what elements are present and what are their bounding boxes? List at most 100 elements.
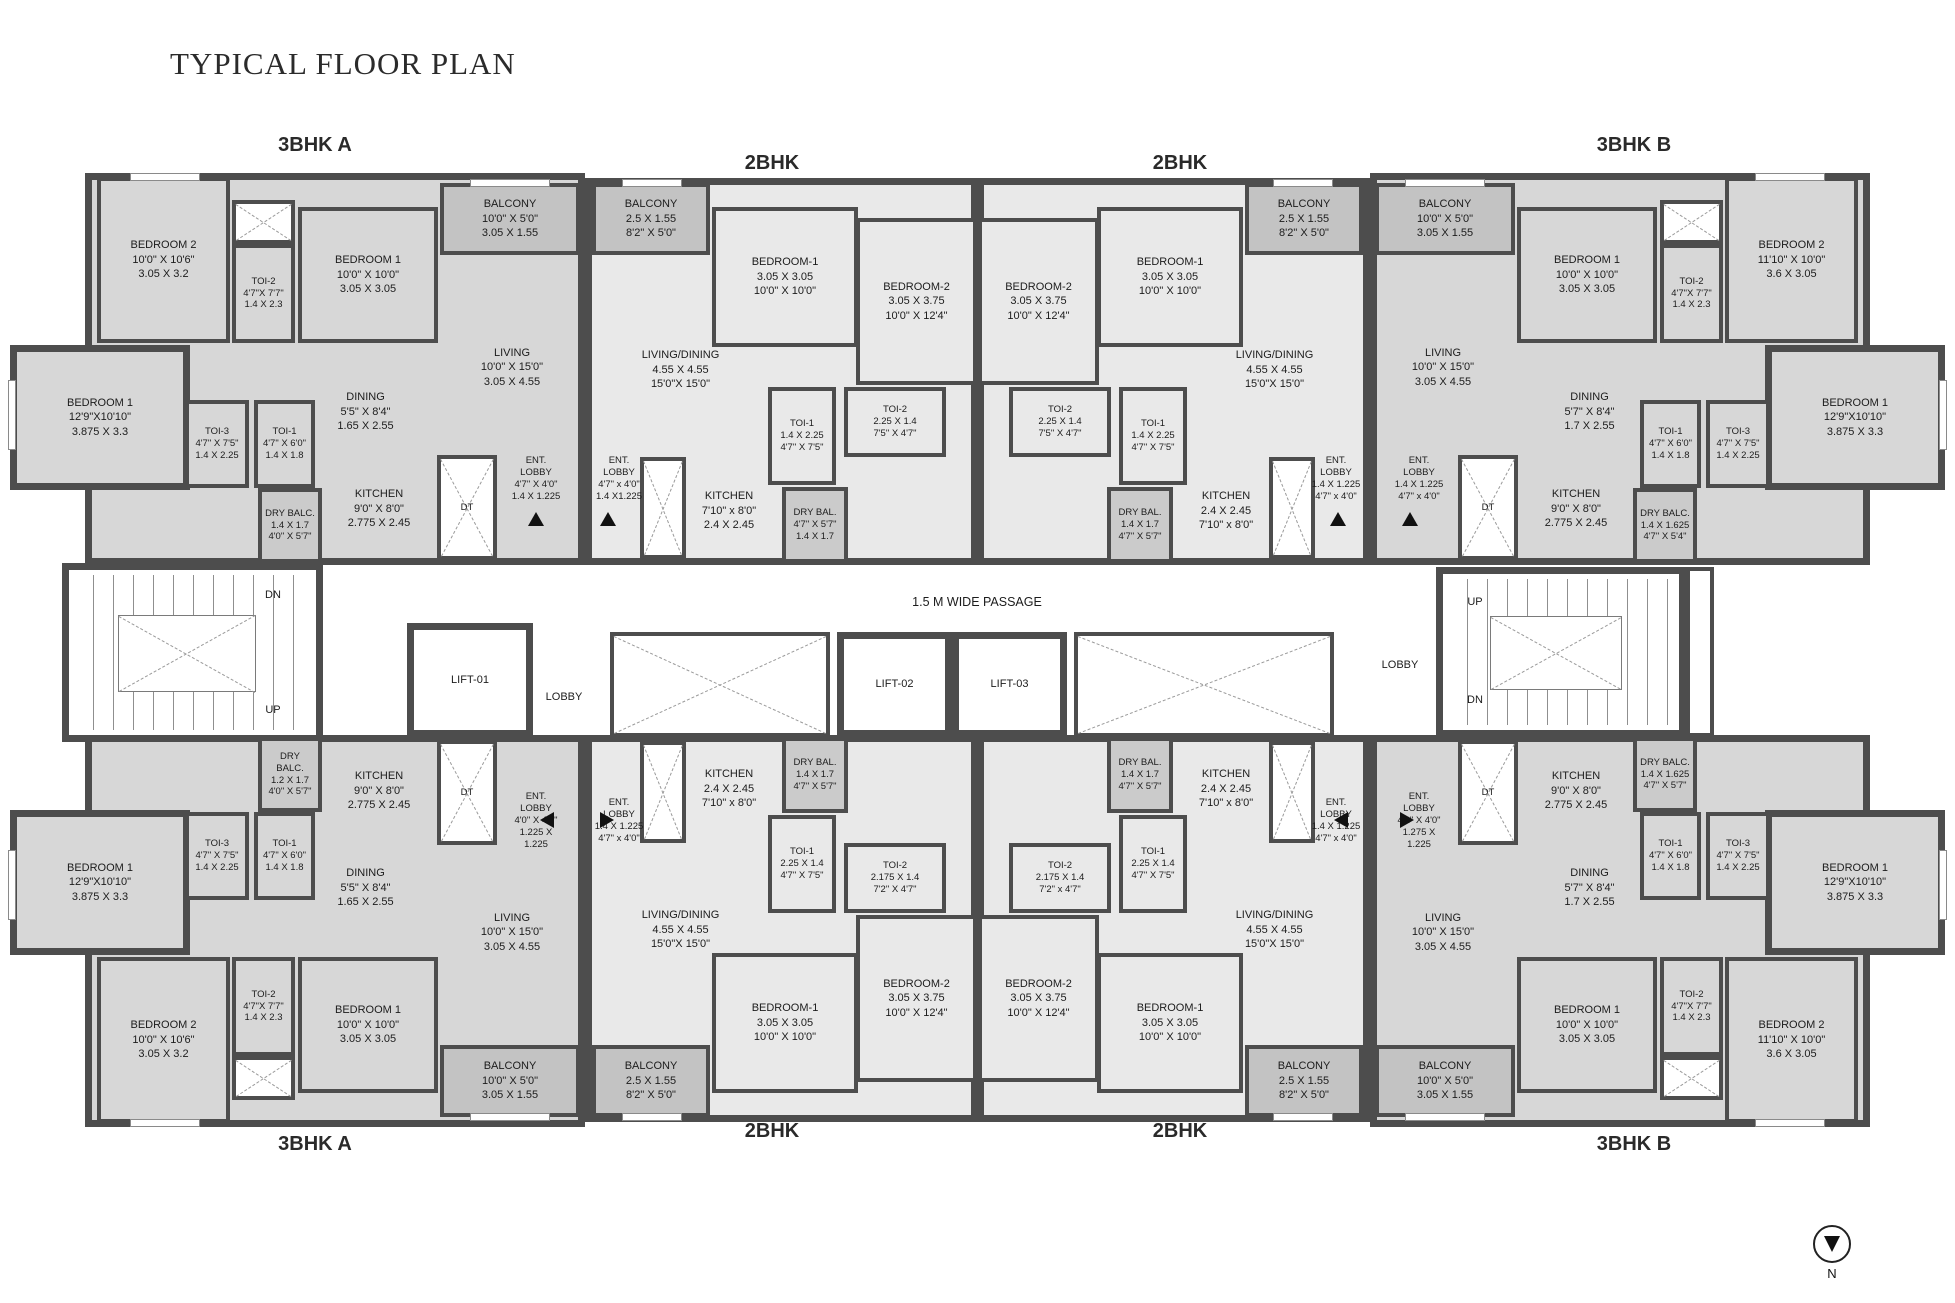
room-label-line: 4'7" X 7'5" [1131, 441, 1175, 453]
room-label-line: 3.6 X 3.05 [1766, 1048, 1817, 1061]
room-label-line: 10'0" X 10'0" [1555, 1018, 1619, 1031]
room-label-line: TOI-1 [1658, 426, 1683, 438]
room-label-line: 3.875 X 3.3 [1826, 890, 1884, 903]
room-label-line: 2.4 X 2.45 [1200, 504, 1252, 517]
room-label-line: 3.05 X 3.05 [1558, 1033, 1616, 1046]
room-label-line: BEDROOM-1 [751, 256, 819, 269]
room-label-line: KITCHEN [1201, 768, 1251, 781]
room-label-line: TOI-1 [789, 846, 815, 858]
room-label-line: 4'7" X 7'5" [780, 441, 824, 453]
room-label-line: DRY [280, 750, 300, 762]
unit-label-2bhk-5: 2BHK [744, 1120, 800, 1142]
room-label-line: BEDROOM 1 [334, 254, 401, 267]
room-label-line: 4.55 X 4.55 [1246, 363, 1303, 376]
room-label-line: DT [460, 786, 474, 798]
room-label-line: BEDROOM-2 [883, 280, 950, 293]
room-label-line: TOI-1 [1658, 838, 1683, 850]
room-label-line: 3.05 X 3.05 [1141, 270, 1199, 283]
room-label-line: BEDROOM 1 [66, 396, 133, 409]
room-label-line: 3.05 X 3.75 [1010, 295, 1067, 308]
room-label-line: 4'7" X 7'5" [1716, 438, 1760, 450]
room-label-line: DRY BAL. [1118, 507, 1162, 519]
room-t4-dt-shaft: DT [1458, 455, 1518, 560]
entrance-arrow-icon [540, 812, 554, 828]
room-label-line: DRY BAL. [1118, 757, 1162, 769]
room-label-line: DN [1467, 693, 1483, 706]
room-label-line: LOBBY [1381, 658, 1419, 671]
room-label-line: 3.05 X 3.75 [888, 992, 945, 1005]
room-label-line: 8'2" X 5'0" [1279, 227, 1329, 240]
room-label-line: 1.4 X 2.25 [1716, 449, 1760, 461]
room-label-line: 12'9"X10'10" [1823, 876, 1887, 889]
room-label-line: 10'0" X 10'0" [336, 268, 400, 281]
room-label-line: 4'7"X 7'7" [243, 287, 284, 299]
room-label-line: TOI-3 [204, 838, 230, 850]
room-label-line: 15'0"X 15'0" [1244, 938, 1305, 951]
room-label-lobby-right: LOBBY [1372, 655, 1428, 675]
room-label-line: 9'0" X 8'0" [1551, 502, 1601, 515]
room-label-line: 1.225 X [519, 826, 553, 838]
room-label-line: 5'7" X 8'4" [1564, 881, 1615, 894]
window-strip [1755, 173, 1825, 181]
room-label-line: 15'0"X 15'0" [650, 378, 711, 391]
north-compass: N [1812, 1225, 1852, 1281]
room-label-line: 2.5 X 1.55 [1278, 212, 1330, 225]
room-label-line: 1.4 X 1.8 [1651, 449, 1690, 461]
room-t3-shaft [1269, 457, 1315, 559]
room-label-line: LOBBY [603, 467, 635, 479]
room-label-line: LIVING/DINING [1235, 349, 1314, 362]
window-strip [1939, 850, 1947, 920]
room-label-line: 4'7" x 4'0" [598, 832, 640, 844]
room-label-line: 1.7 X 2.55 [1564, 896, 1615, 909]
room-label-line: BALCONY [1277, 198, 1331, 211]
room-label-line: LIVING [493, 911, 531, 924]
entrance-arrow-icon [600, 812, 614, 828]
window-strip [8, 380, 16, 450]
room-label-line: 1.275 X [1402, 826, 1436, 838]
room-label-line: DINING [346, 391, 385, 404]
room-hatch-corridor-left [610, 632, 830, 737]
room-label-line: TOI-2 [251, 275, 276, 287]
room-b1-shaft [232, 1056, 295, 1100]
room-label-line: 4'0" X 4'0" [514, 815, 558, 827]
room-label-line: 10'0" X 10'0" [336, 1018, 400, 1031]
room-label-line: 3.05 X 1.55 [1416, 1089, 1474, 1102]
room-label-line: 11'10" X 10'0" [1757, 1033, 1826, 1046]
room-label-line: 3.875 X 3.3 [71, 890, 129, 903]
room-label-line: 1.4 X 2.25 [195, 449, 239, 461]
room-label-line: TOI-1 [1140, 846, 1166, 858]
room-label-line: 1.4 X 1.225 [1311, 479, 1361, 490]
room-t1-shaft [232, 200, 295, 244]
room-label-line: 1.4 X 1.7 [795, 530, 835, 542]
stair-landing [1490, 616, 1622, 690]
room-label-line: 1.4 X 1.8 [265, 449, 304, 461]
room-label-line: 4'7" X 6'0" [1648, 438, 1693, 450]
room-label-line: 1.4 X 2.25 [1716, 861, 1760, 873]
room-label-line: 4'7" X 5'7" [1643, 780, 1687, 792]
compass-circle-icon [1813, 1225, 1851, 1263]
room-label-line: 3.05 X 3.75 [1010, 992, 1067, 1005]
